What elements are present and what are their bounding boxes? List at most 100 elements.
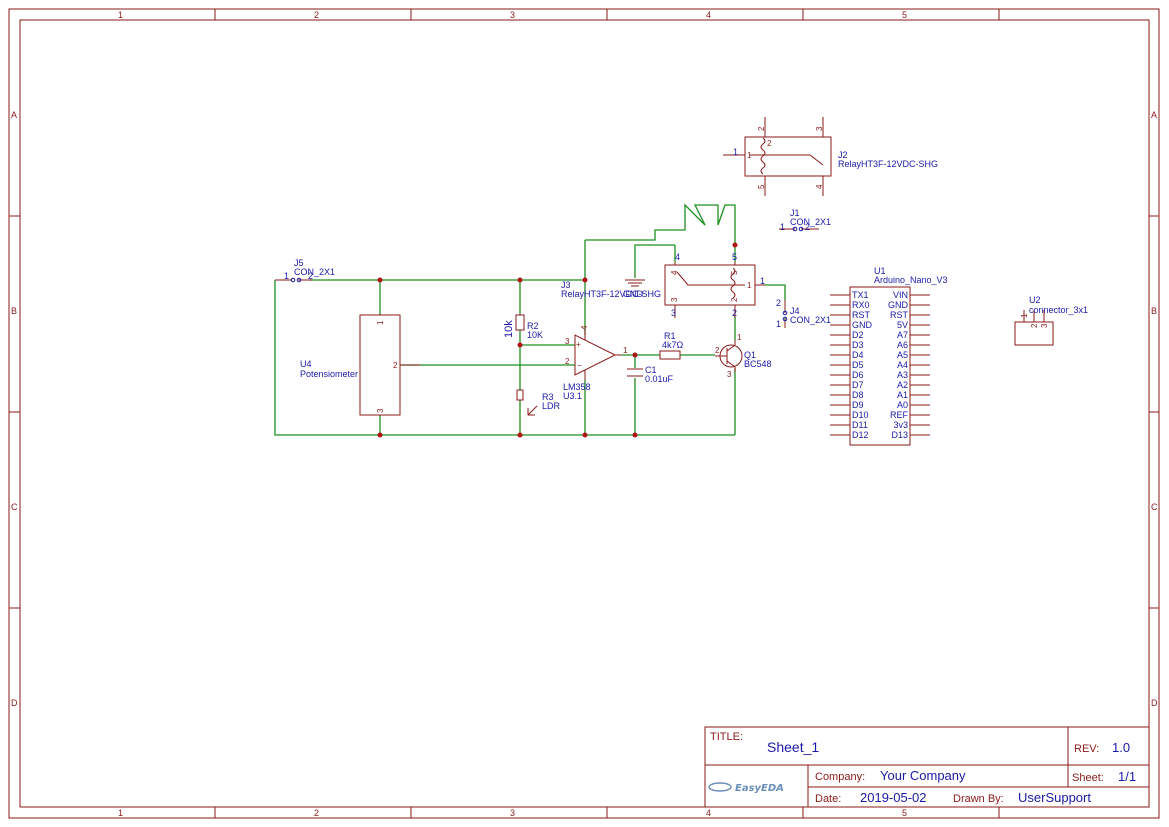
j4-pin-2: 2	[776, 298, 781, 308]
zone-row-b-left: B	[11, 306, 17, 316]
resistor-r2[interactable]: 10k R2 10K	[503, 314, 543, 340]
j2-pin-2-inner: 2	[767, 139, 772, 148]
rev-value: 1.0	[1112, 740, 1130, 755]
connector-j4[interactable]: J4 CON_2X1 2 1	[776, 298, 831, 329]
j3-pin-2: 2	[730, 297, 739, 302]
u1-pin-a1: A1	[897, 390, 908, 400]
j1-pin-2: 2	[805, 222, 810, 232]
u1-pin-d3: D3	[852, 340, 864, 350]
u3-pin-1: 1	[623, 346, 628, 355]
u1-pin-a5: A5	[897, 350, 908, 360]
u1-pin-a2: A2	[897, 380, 908, 390]
zone-col-4-bottom: 4	[706, 808, 711, 818]
j3-pin-3: 3	[670, 297, 679, 302]
r2-ref: R2	[527, 321, 539, 331]
u1-pin-a0: A0	[897, 400, 908, 410]
j3-pin-4-outer: 4	[675, 252, 680, 262]
u1-pin-d7: D7	[852, 380, 864, 390]
u1-pin-d12: D12	[852, 430, 869, 440]
sheet-value: 1/1	[1118, 769, 1136, 784]
junctions	[377, 242, 738, 438]
capacitor-c1[interactable]: C1 0.01uF	[627, 365, 674, 384]
u3-pin-4: 4	[580, 325, 589, 330]
j3-pin-3-outer: 3	[671, 308, 676, 318]
u4-pin-1: 1	[376, 320, 385, 325]
j4-value: CON_2X1	[790, 315, 831, 325]
company-value: Your Company	[880, 768, 966, 783]
u4-pin-3: 3	[376, 408, 385, 413]
j2-pin-1-inner: 1	[747, 151, 752, 160]
u2-pin-1: 1	[1020, 313, 1029, 318]
zone-row-b-right: B	[1151, 306, 1157, 316]
j5-pin-2: 2	[308, 271, 313, 281]
r2-marking: 10k	[503, 320, 515, 338]
u1-pin-a3: A3	[897, 370, 908, 380]
date-label: Date:	[815, 793, 841, 805]
title-value: Sheet_1	[767, 739, 819, 755]
drawn-by-label: Drawn By:	[953, 793, 1004, 805]
u2-ref: U2	[1029, 295, 1041, 305]
resistor-r1[interactable]: R1 4k7Ω	[659, 331, 684, 360]
j1-pin-1: 1	[780, 222, 785, 232]
connector-j1[interactable]: J1 CON_2X1 1 2	[779, 208, 831, 232]
easyeda-logo: EasyEDA	[708, 782, 784, 794]
r3-ref: R3	[542, 392, 554, 402]
zone-col-2-top: 2	[314, 10, 319, 20]
q1-value: BC548	[744, 359, 772, 369]
j1-ref: J1	[790, 208, 800, 218]
zone-col-3-bottom: 3	[510, 808, 515, 818]
j3-pin-4: 4	[670, 270, 679, 275]
relay-j2[interactable]: 1 2 3 4 5 1 2 J2 RelayHT3F-12VDC-SHG	[723, 117, 938, 196]
arduino-nano-u1[interactable]: U1 Arduino_Nano_V3 TX1RX0RSTGNDD2D3D4D5D…	[830, 266, 948, 446]
zone-row-d-left: D	[11, 698, 18, 708]
zone-row-c-left: C	[11, 502, 18, 512]
u1-pin-tx1: TX1	[852, 290, 869, 300]
r1-ref: R1	[664, 331, 676, 341]
j2-pin-2-outer: 2	[757, 126, 766, 131]
j5-pin-1: 1	[284, 271, 289, 281]
u1-pin-a4: A4	[897, 360, 908, 370]
connector-j5[interactable]: J5 CON_2X1 1 2	[275, 258, 335, 283]
u1-pin-gnd: GND	[852, 320, 873, 330]
u1-pin-3v3: 3v3	[893, 420, 908, 430]
u1-pin-d13: D13	[891, 430, 908, 440]
rev-label: REV:	[1074, 743, 1099, 755]
relay-j3[interactable]: 4 5 1 3 2 4 5 1 2 3 J3 RelayHT3F-12VDC-S…	[561, 252, 765, 318]
zone-row-a-left: A	[11, 110, 17, 120]
zone-row-d-right: D	[1151, 698, 1158, 708]
ldr-r3[interactable]: R3 LDR	[516, 389, 561, 416]
zone-col-5-top: 5	[902, 10, 907, 20]
u2-pin-2: 2	[1030, 323, 1039, 328]
u1-pin-rst: RST	[852, 310, 871, 320]
u1-value: Arduino_Nano_V3	[874, 275, 948, 285]
u3-minus: −	[577, 361, 582, 370]
u1-pin-rx0: RX0	[852, 300, 870, 310]
u1-pin-d8: D8	[852, 390, 864, 400]
opamp-u3[interactable]: + − 3 2 1 4 LM358 U3.1	[563, 325, 628, 401]
company-label: Company:	[815, 771, 865, 783]
zone-row-a-right: A	[1151, 110, 1157, 120]
u1-pin-d11: D11	[852, 420, 868, 430]
zone-col-2-bottom: 2	[314, 808, 319, 818]
date-value: 2019-05-02	[860, 790, 927, 805]
r2-value: 10K	[527, 330, 543, 340]
u1-pin-vin: VIN	[893, 290, 908, 300]
drawn-by-value: UserSupport	[1018, 790, 1091, 805]
j2-ref: J2	[838, 150, 848, 160]
zone-col-1-top: 1	[118, 10, 123, 20]
sheet-label: Sheet:	[1072, 772, 1104, 784]
zone-col-1-bottom: 1	[118, 808, 123, 818]
j2-pin-4-outer: 4	[815, 184, 824, 189]
connector-u2[interactable]: 1 2 3 U2 connector_3x1	[1014, 295, 1088, 346]
potentiometer-u4[interactable]: 1 2 3 U4 Potensiometer	[300, 314, 420, 416]
c1-value: 0.01uF	[645, 374, 674, 384]
u4-value: Potensiometer	[300, 369, 358, 379]
transistor-q1[interactable]: 1 2 3 Q1 BC548	[715, 333, 772, 379]
u1-pin-d4: D4	[852, 350, 864, 360]
j3-pin-5: 5	[730, 270, 739, 275]
j5-ref: J5	[294, 258, 304, 268]
u1-pin-d10: D10	[852, 410, 869, 420]
u3-value: LM358	[563, 382, 591, 392]
j3-pin-5-outer: 5	[732, 252, 737, 262]
